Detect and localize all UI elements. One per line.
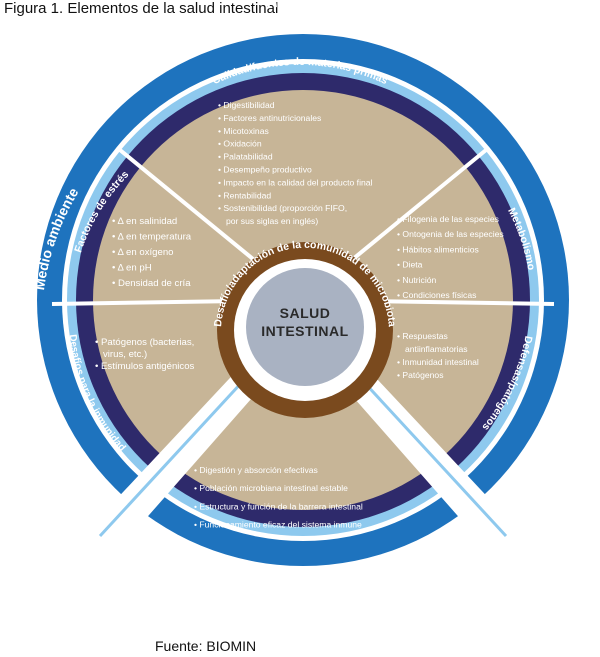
- figure-title: Figura 1. Elementos de la salud intestin…: [4, 0, 279, 17]
- sector-item: antiinflamatorias: [405, 344, 468, 354]
- sector-item: • Patógenos (bacterias,: [95, 337, 194, 348]
- sector-item: • Palatabilidad: [218, 152, 273, 162]
- center-label-line1: SALUD: [280, 305, 331, 321]
- sector-item: • Condiciones físicas: [397, 290, 476, 300]
- figure-source: Fuente: BIOMIN: [155, 638, 257, 654]
- outer-label-bottom: Indicadores del desempeño intestinal: [179, 581, 422, 626]
- sector-item: • Población microbiana intestinal establ…: [194, 483, 348, 493]
- sector-item: • Nutrición: [397, 275, 437, 285]
- sector-item: • Densidad de cría: [112, 278, 191, 289]
- sector-item: • Rentabilidad: [218, 190, 271, 200]
- sector-item: • Sostenibilidad (proporción FIFO,: [218, 203, 347, 213]
- sector-item: • Δ en temperatura: [112, 232, 192, 243]
- sector-item: • Estructura y función de la barrera int…: [194, 501, 363, 511]
- sector-list-lower-left: • Patógenos (bacterias,virus, etc.)• Est…: [95, 337, 195, 372]
- sector-item: • Funcionamiento eficaz del sistema inmu…: [194, 520, 362, 530]
- center-circle: [246, 268, 364, 386]
- sector-item: virus, etc.): [103, 349, 147, 360]
- sector-item: • Inmunidad intestinal: [397, 357, 479, 367]
- sector-item: • Δ en salinidad: [112, 216, 177, 227]
- sector-list-upper-left: • Δ en salinidad • Δ en temperatura • Δ en…: [112, 216, 192, 289]
- bottom-gap: [95, 300, 511, 548]
- sector-item: • Factores antinutricionales: [218, 113, 321, 123]
- sector-item: • Respuestas: [397, 331, 448, 341]
- sector-item: • Impacto en la calidad del producto fin…: [218, 177, 373, 187]
- sector-item: • Digestión y absorción efectivas: [194, 465, 318, 475]
- sector-list-lower-right: • Respuestas antiinflamatorias • Inmunidad…: [397, 331, 479, 380]
- sector-item: • Desempeño productivo: [218, 165, 312, 175]
- outer-label-top: Nutrición: [266, 0, 335, 12]
- sector-list-top: • Digestibilidad • Factores antinutricion…: [218, 100, 373, 226]
- sector-item: • Digestibilidad: [218, 100, 275, 110]
- center-label-line2: INTESTINAL: [261, 323, 348, 339]
- sector-item: • Filogenia de las especies: [397, 214, 499, 224]
- sector-item: • Estímulos antigénicos: [95, 361, 195, 372]
- sector-item: • Hábitos alimenticios: [397, 244, 479, 254]
- sector-list-bottom: • Digestión y absorción efectivas • Pobla…: [194, 465, 363, 530]
- sector-item: • Dieta: [397, 260, 423, 270]
- sector-list-upper-right: • Filogenia de las especies • Ontogenia d…: [397, 214, 504, 300]
- sector-item: • Oxidación: [218, 139, 262, 149]
- sector-item: por sus siglas en inglés): [226, 216, 318, 226]
- sector-item: • Micotoxinas: [218, 126, 269, 136]
- sector-item: • Δ en pH: [112, 263, 152, 274]
- sector-item: • Δ en oxígeno: [112, 247, 174, 258]
- sector-item: • Ontogenia de las especies: [397, 229, 504, 239]
- sector-item: • Patógenos: [397, 370, 444, 380]
